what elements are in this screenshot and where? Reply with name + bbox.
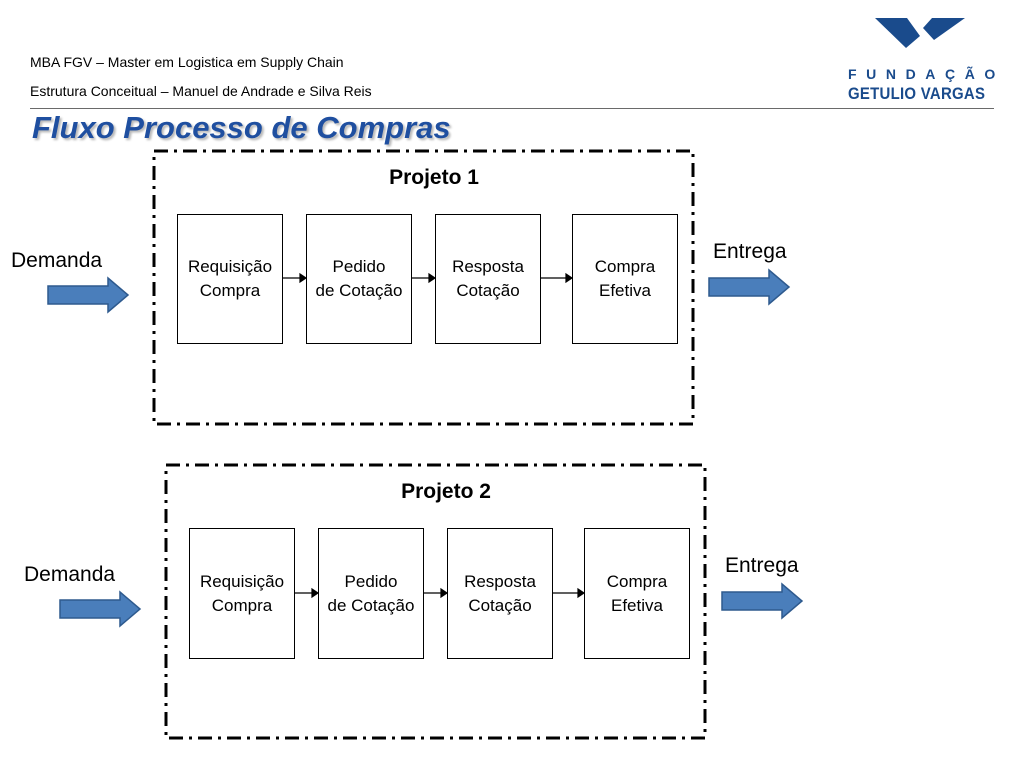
- step-line-1: Compra: [594, 257, 656, 276]
- fgv-logo-icon: [875, 18, 965, 48]
- step-line-2: Efetiva: [599, 281, 651, 300]
- project-1-step-compra-efetiva: Compra Efetiva: [572, 214, 678, 344]
- step-line-1: Requisição: [187, 257, 273, 276]
- step-line-2: de Cotação: [315, 281, 403, 300]
- step-line-2: de Cotação: [327, 595, 415, 615]
- project-1-step-requisicao: Requisição Compra: [177, 214, 283, 344]
- step-line-1: Pedido: [332, 257, 386, 276]
- step-line-2: Efetiva: [611, 595, 663, 615]
- logo-text-getulio-vargas: GETULIO VARGAS: [848, 84, 986, 103]
- project-2-title: Projeto 2: [401, 480, 491, 503]
- step-line-2: Cotação: [468, 595, 532, 615]
- project-2-connectors: [294, 587, 586, 599]
- project-1-step-resposta: Resposta Cotação: [435, 214, 541, 344]
- page-title: Fluxo Processo de Compras: [32, 110, 451, 145]
- project-2-demand-label: Demanda: [24, 563, 116, 586]
- project-2-frame: [164, 463, 707, 740]
- project-2-step-compra-efetiva: Compra Efetiva: [584, 528, 690, 659]
- step-line-1: Resposta: [464, 571, 536, 591]
- project-2-step-resposta: Resposta Cotação: [447, 528, 553, 659]
- delivery-arrow-1: [708, 268, 791, 306]
- project-2-delivery-label: Entrega: [725, 554, 799, 577]
- step-line-1: Compra: [606, 571, 668, 591]
- project-1-delivery-label: Entrega: [713, 240, 787, 263]
- project-2-step-requisicao: Requisição Compra: [189, 528, 295, 659]
- project-2-step-pedido: Pedido de Cotação: [318, 528, 424, 659]
- step-line-1: Requisição: [199, 571, 285, 591]
- logo-text-fundacao: FUNDAÇÃO: [848, 66, 1005, 82]
- step-line-2: Compra: [211, 595, 273, 615]
- delivery-arrow-2: [721, 582, 804, 620]
- project-1-title: Projeto 1: [389, 166, 479, 189]
- step-line-2: Compra: [199, 281, 261, 300]
- demand-arrow-2: [59, 590, 142, 628]
- header-divider: [30, 108, 994, 109]
- step-line-2: Cotação: [456, 281, 520, 300]
- project-1-frame: [152, 149, 695, 426]
- demand-arrow-1: [47, 276, 130, 314]
- header-subtitle-line: Estrutura Conceitual – Manuel de Andrade…: [30, 83, 372, 99]
- project-1-connectors: [282, 272, 574, 284]
- project-1-step-pedido: Pedido de Cotação: [306, 214, 412, 344]
- step-line-1: Pedido: [344, 571, 398, 591]
- step-line-1: Resposta: [452, 257, 524, 276]
- project-1-demand-label: Demanda: [11, 249, 103, 272]
- header-course-line: MBA FGV – Master em Logistica em Supply …: [30, 54, 344, 70]
